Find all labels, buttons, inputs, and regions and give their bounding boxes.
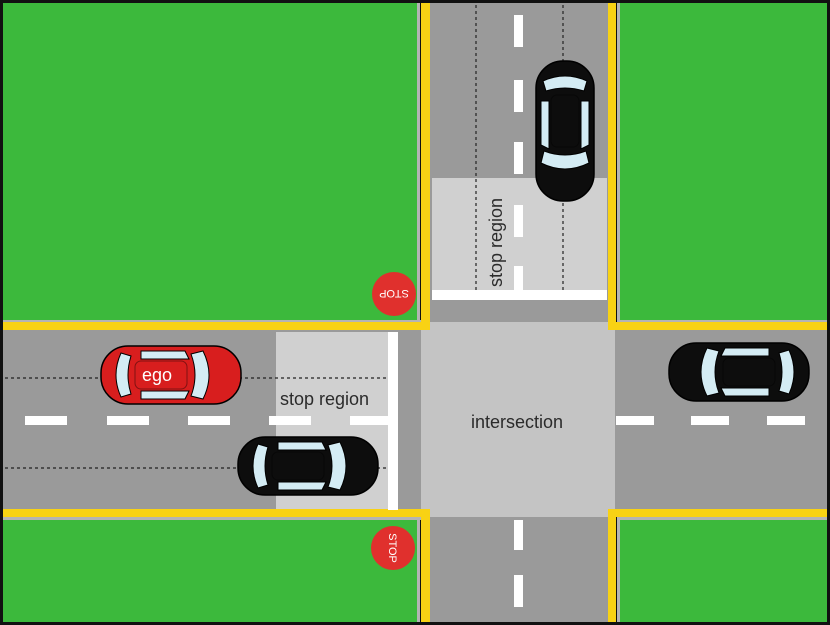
grass-areas (3, 3, 827, 622)
stop-line-west (388, 332, 398, 510)
shoulders (3, 3, 827, 622)
intersection-label: intersection (471, 412, 563, 432)
center-dashes (25, 15, 805, 607)
edge-lines (3, 3, 827, 622)
grass-northwest (3, 3, 418, 320)
grass-northeast (620, 3, 827, 320)
car-east (668, 342, 810, 402)
stop-region-west-label: stop region (280, 389, 369, 409)
stop-sign-north-text: STOP (379, 287, 409, 299)
ego-label: ego (142, 365, 172, 385)
grass-southeast (620, 520, 827, 622)
stop-sign-south: STOP (371, 526, 415, 570)
stop-region-north-label: stop region (486, 198, 506, 287)
ego-car: ego (100, 345, 242, 405)
car-north (535, 60, 595, 202)
stop-sign-south-text: STOP (386, 533, 398, 563)
grass-southwest (3, 520, 418, 622)
stop-sign-north: STOP (372, 272, 416, 316)
car-west-lower (237, 436, 379, 496)
stop-line-north (432, 290, 607, 300)
intersection-area (421, 322, 615, 517)
